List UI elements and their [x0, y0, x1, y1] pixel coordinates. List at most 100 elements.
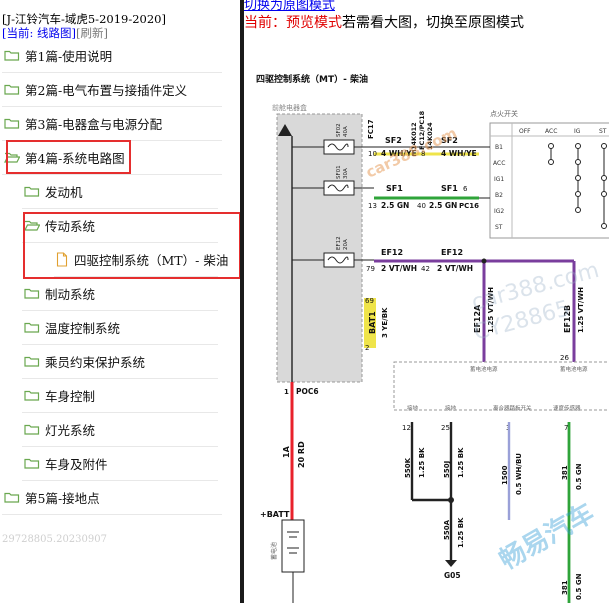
- tree-item[interactable]: 第5篇-接地点: [4, 480, 100, 514]
- battery[interactable]: +BATT 蓄电池: [260, 510, 305, 603]
- switch-original-link[interactable]: 切换为原图模式: [244, 0, 336, 13]
- circuit-sf2[interactable]: SF2 SF2 10 8 4 WH/YE 4 WH/YE: [354, 136, 479, 158]
- pin-7-num: 7: [564, 424, 568, 432]
- circuit-ef12-pin-left: 79: [366, 265, 375, 273]
- ign-row-acc: ACC: [493, 160, 505, 167]
- tree-item[interactable]: 车身及附件: [24, 446, 108, 480]
- battery-label: +BATT: [260, 510, 290, 519]
- fuse-ef12-rating: 20A: [343, 239, 349, 250]
- mode-status: 当前：预览模式若需看大图，切换至原图模式: [244, 12, 524, 32]
- ign-row-b2: B2: [495, 192, 503, 199]
- main-power-wire[interactable]: 1 POC6 1A 20 RD: [282, 382, 319, 520]
- tree-item-label: 第5篇-接地点: [25, 490, 100, 506]
- tree-item[interactable]: 车身控制: [24, 378, 95, 412]
- folder-icon: [24, 457, 40, 469]
- ground-symbol: [445, 560, 457, 567]
- fuse-sf01-code: SF01: [336, 165, 342, 179]
- 4wd-module[interactable]: 蓄电池电源 蓄电池电源 接地 接地 离合器踏板开关 速度传感器: [393, 361, 609, 412]
- ef12b-name: EF12B: [563, 305, 572, 333]
- folder-icon: [24, 423, 40, 435]
- tree-item-label: 温度控制系统: [45, 320, 121, 336]
- fuse-ef12-code: EF12: [336, 236, 342, 250]
- folder-icon: [4, 117, 20, 129]
- pin-25-num: 25: [441, 424, 450, 432]
- pin-25-wire2: 1.25 BK: [457, 447, 465, 478]
- panel-divider[interactable]: [240, 0, 244, 603]
- circuit-ef12-wire-right: 2 VT/WH: [437, 264, 473, 273]
- circuit-sf2-name: SF2: [385, 136, 402, 145]
- tree-row-separator: [2, 174, 222, 175]
- mode-current-label: 当前：预览模式: [244, 15, 342, 31]
- folder-open-icon: [24, 219, 41, 231]
- wiring-diagram[interactable]: 四驱控制系统（MT）- 柴油 前舱电器盒 SF02 40A FC17 SF01 …: [244, 40, 609, 603]
- bat1-name: BAT1: [368, 311, 377, 334]
- tree-item[interactable]: 第3篇-电器盒与电源分配: [4, 106, 162, 140]
- module-pin-label-1: 接地: [407, 404, 419, 412]
- conn-label-1: 14K012: [410, 122, 418, 150]
- ign-row-b1: B1: [495, 144, 503, 151]
- fuse-box-label: 前舱电器盒: [272, 103, 307, 112]
- module-pin-label-3: 离合器踏板开关: [493, 404, 532, 412]
- fuse-sf01[interactable]: SF01 30A: [292, 165, 355, 196]
- mode-hint: 若需看大图，切换至原图模式: [342, 15, 524, 31]
- pin-3-wire1: 1500: [501, 465, 509, 485]
- circuit-bat1[interactable]: 69 BAT1 3 YE/BK 2: [364, 297, 389, 352]
- module-pin-row: [394, 413, 609, 423]
- circuit-sf1-extra-pin: 40: [417, 202, 426, 210]
- tree-item[interactable]: 发动机: [24, 174, 83, 208]
- module-pin-7[interactable]: 7 381 0.5 GN 381 0.5 GN: [561, 422, 583, 603]
- diagram-title: 四驱控制系统（MT）- 柴油: [256, 73, 368, 85]
- bat1-pin-top: 69: [365, 297, 374, 305]
- ground-splice[interactable]: 550A 1.25 BK G05: [412, 497, 465, 580]
- circuit-ef12[interactable]: EF12 EF12 79 42 2 VT/WH 2 VT/WH EF12A 1.…: [354, 248, 585, 362]
- ignition-switch[interactable]: 点火开关 OFF ACC IG ST B1 ACC IG1 B2 IG2 ST: [479, 109, 609, 239]
- tree-item-label: 传动系统: [45, 218, 96, 234]
- module-title: 蓄电池电源: [470, 365, 498, 373]
- folder-icon: [4, 491, 20, 503]
- pin-12-wire1: 550K: [404, 457, 412, 478]
- breadcrumb-current[interactable]: [当前: 线路图]: [2, 26, 77, 40]
- tree-item[interactable]: 乘员约束保护系统: [24, 344, 145, 378]
- tree-item[interactable]: 第4篇-系统电路图: [4, 140, 125, 174]
- conn-label-3: 14K024: [426, 122, 434, 150]
- folder-icon: [24, 287, 40, 299]
- circuit-ef12-name: EF12: [381, 248, 403, 257]
- tree-row-separator: [22, 242, 218, 243]
- circuit-sf2-pin-right: 8: [421, 150, 425, 158]
- circuit-sf1-pin-left: 13: [368, 202, 377, 210]
- module-pin-3[interactable]: 3 1500 0.5 WH/BU: [501, 422, 523, 520]
- main-wire-current: 1A: [282, 445, 291, 458]
- tree-item[interactable]: 温度控制系统: [24, 310, 120, 344]
- circuit-ef12-pin-right: 42: [421, 265, 430, 273]
- tree-row-separator: [22, 412, 218, 413]
- circuit-sf1[interactable]: SF1 SF1 13 40 6 2.5 GN 2.5 GN PC16: [354, 184, 479, 210]
- tree-row-separator: [2, 72, 222, 73]
- circuit-sf2-wire: 4 WH/YE: [381, 149, 417, 158]
- ign-header-ig: IG: [574, 128, 581, 135]
- document-icon: [56, 251, 68, 267]
- highlight-chapter-4: [6, 140, 131, 174]
- ef12b-wire: 1.25 VT/WH: [577, 287, 585, 333]
- tree-item[interactable]: 第2篇-电气布置与接插件定义: [4, 72, 187, 106]
- tree-row-separator: [22, 446, 218, 447]
- highlight-drivetrain: [23, 212, 240, 279]
- tree-item[interactable]: 四驱控制系统（MT）- 柴油: [56, 242, 228, 276]
- fuse-sf02-rating: 40A: [343, 126, 349, 137]
- fuse-ef12[interactable]: EF12 20A: [292, 236, 355, 268]
- module-pin-25[interactable]: 25 550J 1.25 BK: [441, 422, 465, 500]
- tree-item[interactable]: 灯光系统: [24, 412, 95, 446]
- fuse-box: [276, 113, 363, 383]
- refresh-link[interactable]: [刷新]: [76, 26, 108, 40]
- fuse-sf01-rating: 30A: [343, 168, 349, 179]
- circuit-sf2-name-right: SF2: [441, 136, 458, 145]
- module-pin-12[interactable]: 12 550K 1.25 BK: [402, 422, 426, 500]
- ign-row-st: ST: [495, 224, 503, 231]
- ground-name: G05: [444, 571, 461, 580]
- tree-row-separator: [22, 344, 218, 345]
- footer-id: 29728805.20230907: [2, 534, 107, 545]
- ign-header-acc: ACC: [545, 128, 557, 135]
- tree-item[interactable]: 第1篇-使用说明: [4, 38, 112, 72]
- tree-item[interactable]: 制动系统: [24, 276, 95, 310]
- tree-item[interactable]: 传动系统: [24, 208, 95, 242]
- circuit-sf1-name-right: SF1: [441, 184, 458, 193]
